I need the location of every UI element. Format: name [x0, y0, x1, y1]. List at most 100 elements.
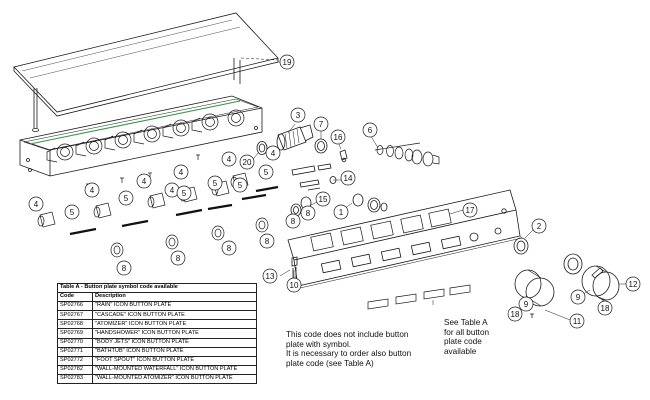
- button-faceplate: [287, 189, 523, 289]
- callout: 4: [84, 182, 100, 198]
- svg-text:8: 8: [306, 209, 311, 218]
- table-row: SP02769"HANDSHOWER" ICON BUTTON PLATE: [57, 328, 257, 339]
- svg-text:4: 4: [34, 200, 39, 209]
- callout: 4: [28, 196, 44, 212]
- callout: 15: [315, 191, 331, 207]
- svg-text:18: 18: [601, 304, 610, 313]
- callout: 5: [64, 204, 80, 220]
- svg-text:2: 2: [537, 222, 542, 231]
- svg-text:5: 5: [238, 181, 243, 190]
- table-row: SP02767"CASCADE" ICON BUTTON PLATE: [57, 310, 257, 321]
- callout: 4: [265, 145, 281, 161]
- callout: 10: [286, 277, 302, 293]
- svg-text:8: 8: [265, 237, 270, 246]
- code-cell: SP02767: [57, 310, 93, 321]
- code-cell: SP02772: [57, 355, 93, 366]
- callout: 9: [570, 289, 586, 305]
- svg-text:8: 8: [122, 264, 127, 273]
- callout: 5: [207, 175, 223, 191]
- svg-text:4: 4: [170, 186, 175, 195]
- svg-text:4: 4: [142, 177, 147, 186]
- description-cell: "BODY JETS" ICON BUTTON PLATE: [92, 337, 257, 348]
- svg-text:8: 8: [176, 254, 181, 263]
- callout: 4: [221, 151, 237, 167]
- callout: 5: [232, 177, 248, 193]
- callout: 8: [300, 205, 316, 221]
- callout: 9: [518, 296, 534, 312]
- svg-text:16: 16: [334, 133, 343, 142]
- svg-text:4: 4: [271, 149, 276, 158]
- svg-text:3: 3: [296, 111, 301, 120]
- table-row: SP02768"ATOMIZER" ICON BUTTON PLATE: [57, 319, 257, 330]
- table-row: SP02782"WALL-MOUNTED WATERFALL" ICON BUT…: [57, 364, 257, 375]
- callout: 8: [116, 260, 132, 276]
- svg-text:5: 5: [182, 189, 187, 198]
- svg-text:18: 18: [511, 310, 520, 319]
- loose-button-plates: [367, 284, 471, 310]
- callout: 3: [290, 107, 306, 123]
- valve-housing: [19, 95, 263, 177]
- table-row: SP02766"RAIN" ICON BUTTON PLATE: [57, 301, 257, 312]
- callout: 1: [333, 204, 349, 220]
- svg-text:8: 8: [291, 217, 296, 226]
- description-cell: "HANDSHOWER" ICON BUTTON PLATE: [92, 328, 257, 339]
- description-cell: "ATOMIZER" ICON BUTTON PLATE: [92, 319, 257, 330]
- svg-text:4: 4: [227, 155, 232, 164]
- code-cell: SP02769: [57, 328, 93, 339]
- callout: 18: [507, 306, 523, 322]
- code-cell: SP02783: [57, 373, 93, 385]
- svg-text:11: 11: [573, 317, 582, 326]
- handle-knobs: [514, 253, 620, 318]
- callout: 8: [221, 240, 237, 256]
- svg-text:4: 4: [179, 168, 184, 177]
- description-cell: "FOOT SPOUT" ICON BUTTON PLATE: [92, 355, 257, 366]
- callout: 17: [462, 202, 478, 218]
- cartridge-3: [276, 124, 314, 151]
- svg-text:1: 1: [339, 208, 344, 217]
- code-cell: SP02782: [57, 364, 93, 375]
- callout: 11: [569, 313, 585, 329]
- table-row: SP02772"FOOT SPOUT" ICON BUTTON PLATE: [57, 355, 257, 366]
- table-row: SP02770"BODY JETS" ICON BUTTON PLATE: [57, 337, 257, 348]
- svg-text:5: 5: [264, 168, 269, 177]
- callout: 8: [285, 213, 301, 229]
- callout: 6: [362, 122, 378, 138]
- callout: 13: [262, 268, 278, 284]
- svg-text:4: 4: [90, 186, 95, 195]
- svg-text:14: 14: [344, 174, 353, 183]
- svg-text:15: 15: [319, 195, 328, 204]
- code-cell: SP02771: [57, 346, 93, 357]
- description-cell: "BATHTUB" ICON BUTTON PLATE: [92, 346, 257, 357]
- description-cell: "WALL-MOUNTED WATERFALL" ICON BUTTON PLA…: [92, 364, 257, 375]
- svg-text:20: 20: [243, 158, 252, 167]
- callout: 5: [118, 190, 134, 206]
- table-row: SP02771"BATHTUB" ICON BUTTON PLATE: [57, 346, 257, 357]
- callout: 4: [173, 164, 189, 180]
- svg-text:7: 7: [319, 120, 324, 129]
- button-plate-code-table: Table A - Button plate symbol code avail…: [57, 282, 257, 385]
- code-cell: SP02768: [57, 319, 93, 330]
- callout: 7: [313, 116, 329, 132]
- svg-text:12: 12: [629, 280, 638, 289]
- callout: 4: [136, 173, 152, 189]
- svg-text:6: 6: [368, 126, 373, 135]
- button-modules: [310, 208, 452, 252]
- cover-plate: [13, 12, 279, 117]
- code-cell: SP02770: [57, 337, 93, 348]
- callout: 19: [279, 54, 295, 70]
- svg-text:9: 9: [524, 300, 529, 309]
- svg-text:8: 8: [227, 244, 232, 253]
- callout: 2: [531, 218, 547, 234]
- table-row: SP02783"WALL-MOUNTED ATOMIZER" ICON BUTT…: [57, 373, 257, 385]
- callout: 8: [170, 250, 186, 266]
- callout: 20: [239, 154, 255, 170]
- code-cell: SP02766: [57, 301, 93, 312]
- code-note: This code does not include button plate …: [286, 330, 412, 368]
- callout: 5: [176, 185, 192, 201]
- svg-text:13: 13: [266, 272, 275, 281]
- description-cell: "RAIN" ICON BUTTON PLATE: [92, 301, 257, 312]
- description-cell: "CASCADE" ICON BUTTON PLATE: [92, 310, 257, 321]
- callout: 5: [258, 164, 274, 180]
- description-cell: "WALL-MOUNTED ATOMIZER" ICON BUTTON PLAT…: [92, 373, 257, 385]
